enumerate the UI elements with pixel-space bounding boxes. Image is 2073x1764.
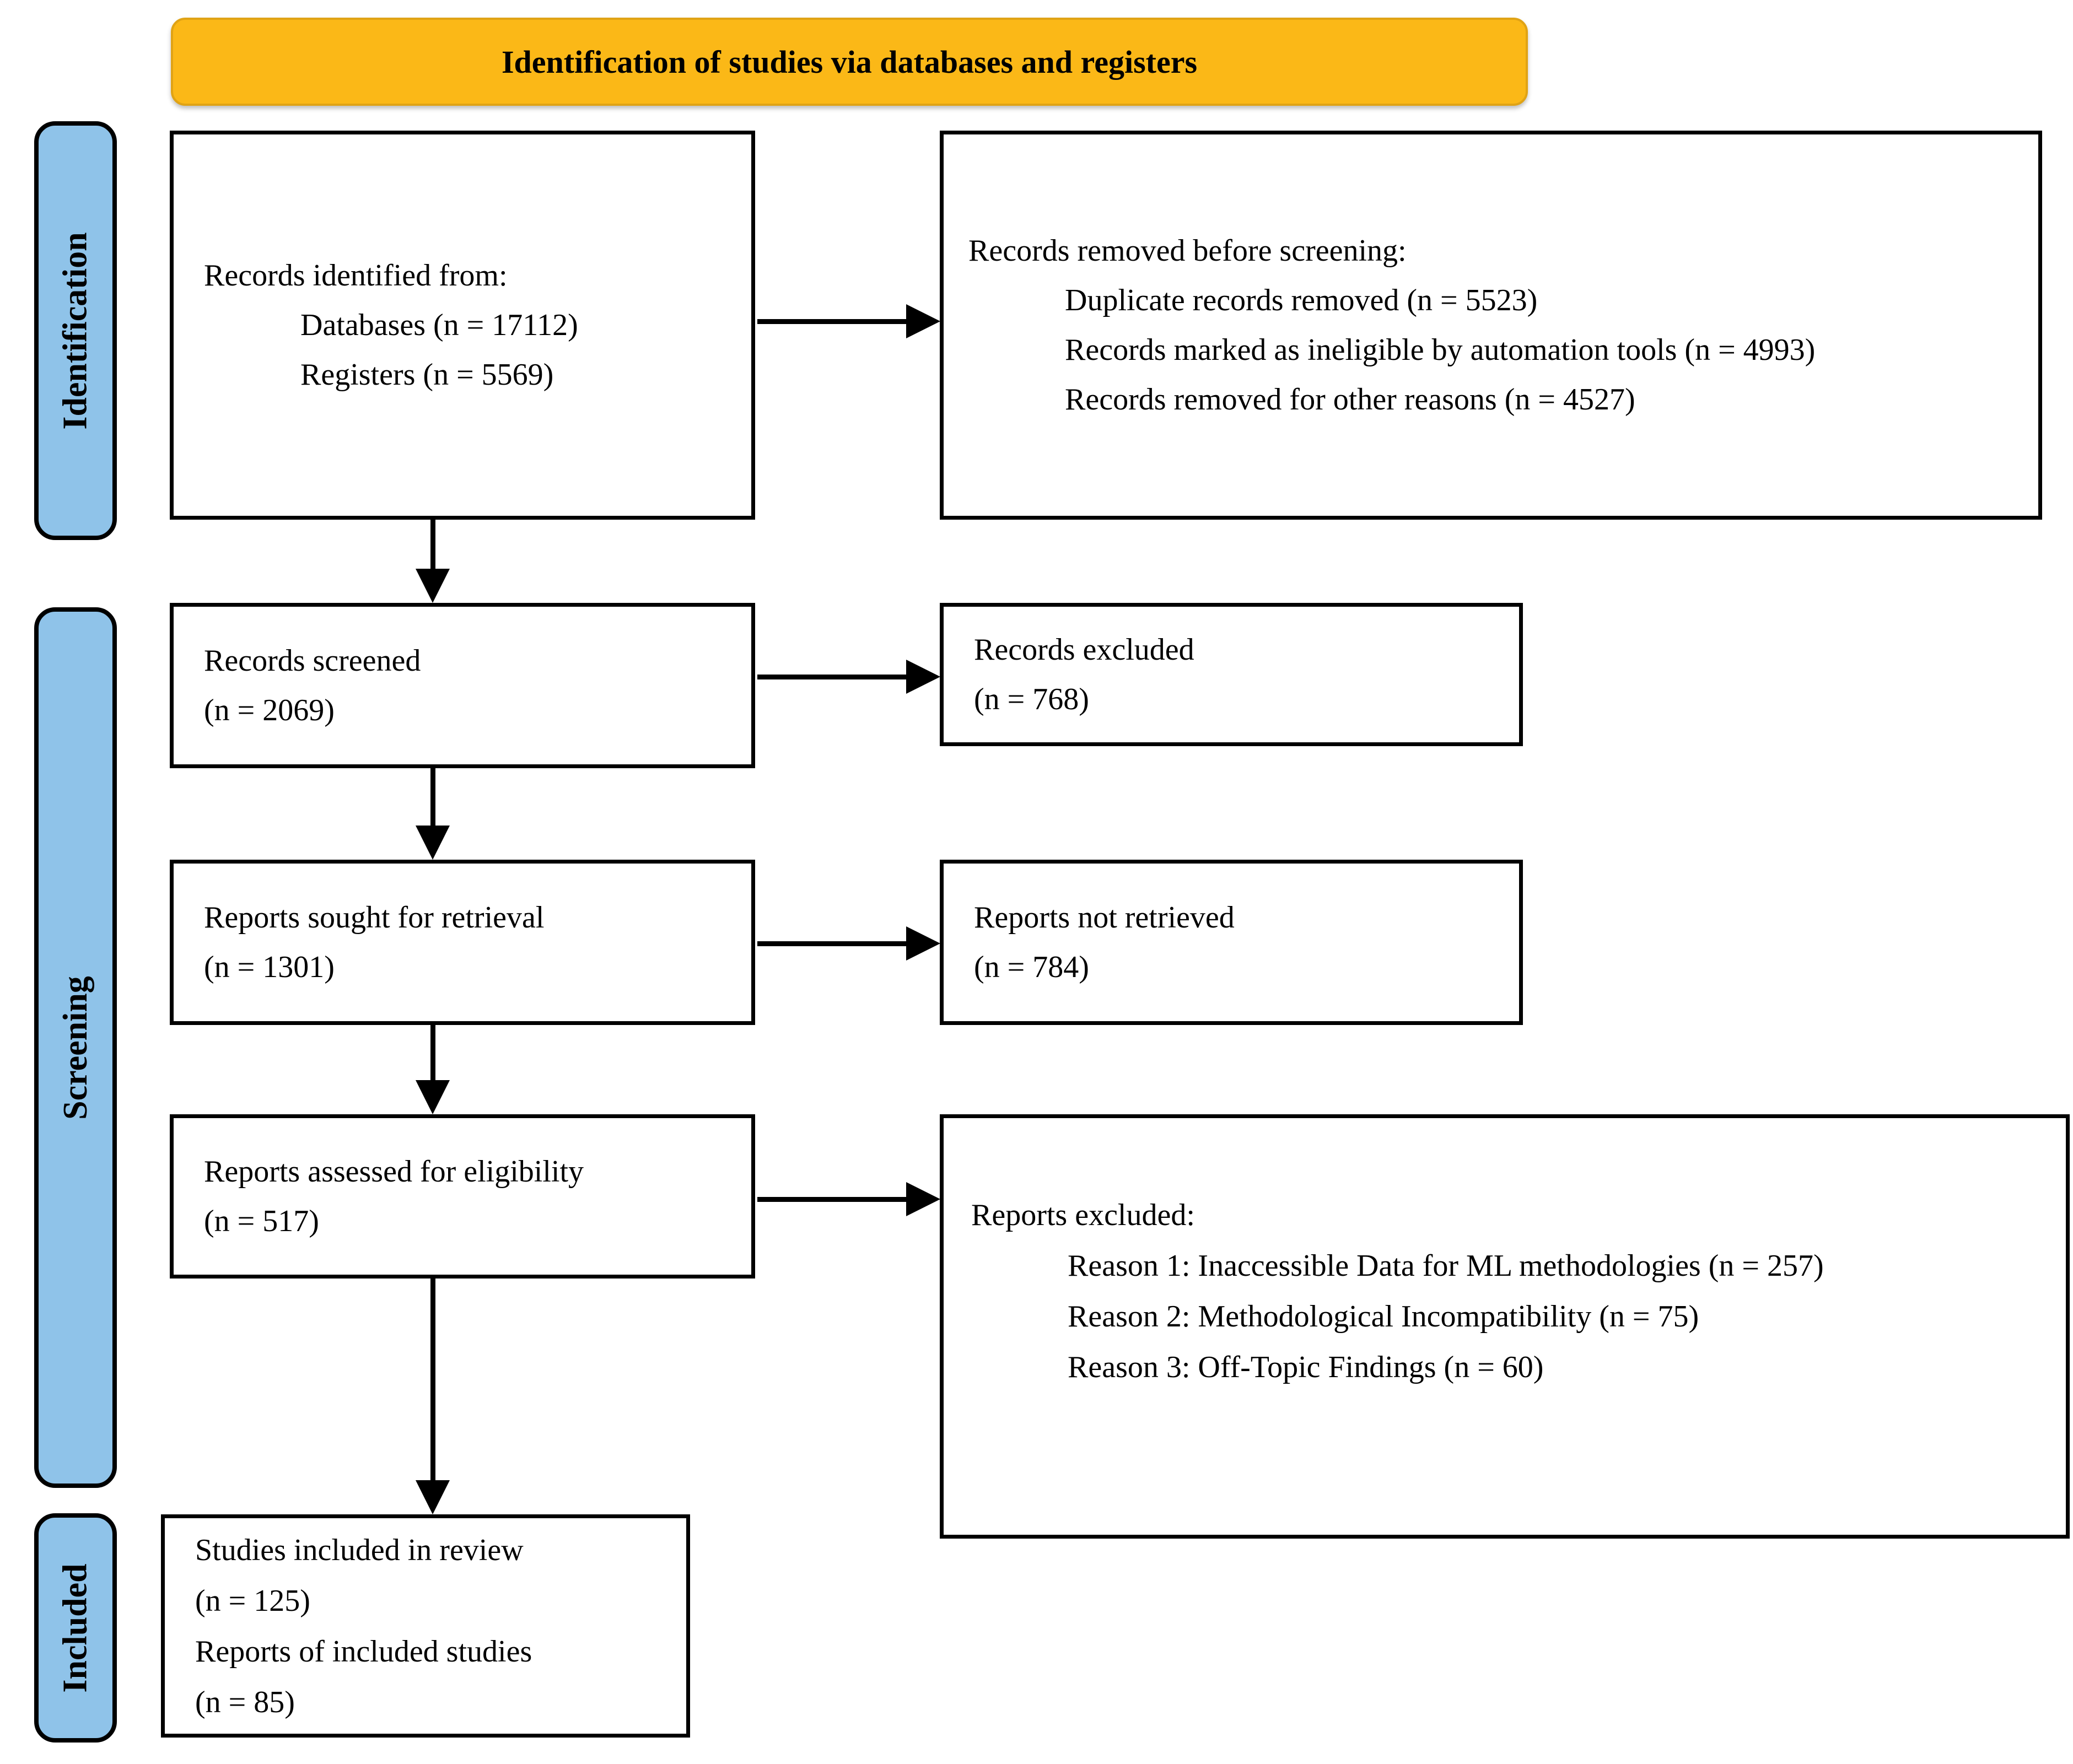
arrow-head: [906, 926, 940, 961]
box-reports-excluded: Reports excluded: Reason 1: Inaccessible…: [940, 1114, 2070, 1539]
arrow-head: [416, 569, 450, 603]
arrow-shaft: [757, 675, 907, 679]
arrow-shaft: [430, 1024, 435, 1081]
stage-label-screening: Screening: [34, 607, 117, 1488]
box-line: Records marked as ineligible by automati…: [1065, 333, 1816, 367]
box-line: (n = 85): [195, 1685, 295, 1719]
box-line: Records identified from:: [204, 258, 508, 293]
arrow-head: [416, 1080, 450, 1114]
box-records-removed: Records removed before screening: Duplic…: [940, 131, 2042, 520]
box-reports-not-retrieved: Reports not retrieved (n = 784): [940, 860, 1523, 1025]
box-records-identified: Records identified from: Databases (n = …: [170, 131, 755, 520]
arrow-shaft: [430, 519, 435, 571]
box-line: Records screened: [204, 644, 421, 678]
box-line: (n = 784): [974, 950, 1089, 984]
arrow-head: [906, 1182, 940, 1216]
banner-title-text: Identification of studies via databases …: [501, 44, 1198, 80]
box-line: Reports sought for retrieval: [204, 900, 545, 935]
box-line: (n = 2069): [204, 693, 335, 727]
stage-label-text: Identification: [56, 231, 94, 430]
box-line: Reason 2: Methodological Incompatibility…: [1068, 1299, 1699, 1334]
box-line: Reports of included studies: [195, 1634, 532, 1669]
box-records-excluded: Records excluded (n = 768): [940, 603, 1523, 746]
box-line: (n = 1301): [204, 950, 335, 984]
box-line: Duplicate records removed (n = 5523): [1065, 283, 1538, 317]
banner-title: Identification of studies via databases …: [171, 18, 1528, 106]
arrow-shaft: [757, 319, 907, 324]
box-studies-included: Studies included in review (n = 125) Rep…: [161, 1514, 690, 1738]
box-records-screened: Records screened (n = 2069): [170, 603, 755, 768]
box-line: (n = 768): [974, 682, 1089, 716]
box-line: Reason 1: Inaccessible Data for ML metho…: [1068, 1249, 1824, 1283]
stage-label-text: Screening: [56, 975, 94, 1120]
arrow-shaft: [757, 941, 907, 946]
stage-label-text: Included: [56, 1563, 94, 1693]
arrow-shaft: [757, 1197, 907, 1202]
arrow-head: [416, 826, 450, 860]
box-line: Records removed for other reasons (n = 4…: [1065, 382, 1635, 417]
box-line: Records removed before screening:: [968, 234, 1407, 268]
box-reports-sought: Reports sought for retrieval (n = 1301): [170, 860, 755, 1025]
box-line: (n = 125): [195, 1583, 310, 1618]
box-line: Reason 3: Off-Topic Findings (n = 60): [1068, 1350, 1544, 1384]
arrow-head: [906, 660, 940, 694]
arrow-head: [416, 1480, 450, 1514]
box-line: Records excluded: [974, 633, 1194, 667]
arrow-head: [906, 304, 940, 338]
box-line: Reports not retrieved: [974, 900, 1235, 935]
box-line: Databases (n = 17112): [300, 308, 578, 342]
box-line: Registers (n = 5569): [300, 358, 554, 392]
stage-label-included: Included: [34, 1513, 117, 1743]
box-line: Reports assessed for eligibility: [204, 1155, 584, 1189]
box-line: Studies included in review: [195, 1533, 524, 1567]
box-reports-assessed: Reports assessed for eligibility (n = 51…: [170, 1114, 755, 1279]
stage-label-identification: Identification: [34, 121, 117, 540]
arrow-shaft: [430, 1277, 435, 1481]
box-line: Reports excluded:: [971, 1198, 1195, 1232]
arrow-shaft: [430, 767, 435, 827]
box-line: (n = 517): [204, 1204, 319, 1238]
